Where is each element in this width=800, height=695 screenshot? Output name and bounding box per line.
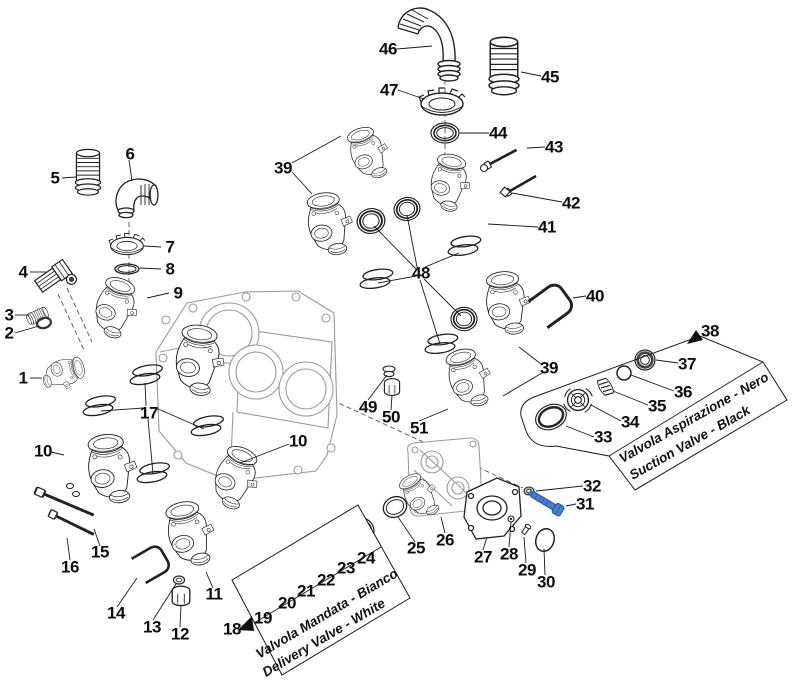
callout-31: 31	[576, 494, 594, 514]
callout-30: 30	[537, 572, 555, 592]
suction-label-arrow	[687, 330, 703, 344]
callout-11: 11	[205, 584, 223, 604]
callout-18: 18	[223, 619, 241, 639]
callout-33: 33	[594, 427, 612, 447]
callout-27: 27	[474, 547, 492, 567]
cap-30	[534, 527, 556, 553]
highlighted-bolt-31	[527, 490, 565, 517]
callout-7: 7	[165, 237, 175, 257]
callout-14: 14	[107, 603, 125, 623]
nut-43	[479, 163, 489, 173]
callout-20: 20	[278, 593, 296, 613]
callout-35: 35	[648, 396, 666, 416]
callout-8: 8	[165, 259, 175, 279]
callout-13: 13	[143, 617, 161, 637]
washer-13	[172, 575, 186, 585]
callout-43: 43	[545, 137, 563, 157]
callout-37: 37	[678, 354, 696, 374]
leader-lines	[14, 45, 679, 628]
callout-10: 10	[34, 441, 52, 461]
callout-40: 40	[586, 286, 604, 306]
callout-36: 36	[674, 382, 692, 402]
callout-15: 15	[91, 542, 109, 562]
bolts-15-16	[34, 482, 95, 540]
callout-46: 46	[379, 39, 397, 59]
elbow-fitting-6	[115, 178, 159, 219]
callout-39: 39	[274, 158, 292, 178]
callout-45: 45	[541, 67, 559, 87]
callout-44: 44	[489, 123, 507, 143]
callout-6: 6	[125, 144, 135, 164]
callout-24: 24	[357, 548, 375, 568]
oring-25	[382, 495, 408, 519]
callout-19: 19	[254, 608, 272, 628]
washer-36	[616, 365, 632, 381]
oring-8	[114, 263, 140, 275]
callout-3: 3	[4, 305, 14, 325]
oring-33	[535, 403, 567, 431]
callout-2: 2	[4, 323, 14, 343]
callout-39: 39	[540, 358, 558, 378]
fitting-4	[33, 258, 78, 294]
callout-38: 38	[701, 321, 719, 341]
callout-34: 34	[621, 412, 639, 432]
callout-5: 5	[50, 168, 60, 188]
callout-26: 26	[436, 530, 454, 550]
callout-51: 51	[410, 418, 428, 438]
elbow-hose	[397, 7, 461, 82]
callout-28: 28	[500, 544, 518, 564]
callout-4: 4	[18, 262, 28, 282]
callout-21: 21	[297, 581, 315, 601]
callout-12: 12	[171, 624, 189, 644]
callout-42: 42	[562, 193, 580, 213]
callout-32: 32	[583, 476, 601, 496]
callout-16: 16	[61, 557, 79, 577]
callout-25: 25	[407, 538, 425, 558]
oring-44	[430, 122, 460, 144]
valve-cover-plate	[463, 477, 522, 540]
callout-22: 22	[317, 570, 335, 590]
callout-10: 10	[289, 431, 307, 451]
stud-29	[520, 523, 532, 536]
callout-9: 9	[173, 283, 183, 303]
callout-48: 48	[412, 263, 430, 283]
callout-1: 1	[18, 368, 28, 388]
callout-49: 49	[359, 397, 377, 417]
callout-50: 50	[382, 407, 400, 427]
callout-41: 41	[538, 217, 556, 237]
oring-2	[36, 316, 52, 330]
callout-29: 29	[518, 560, 536, 580]
callout-47: 47	[380, 80, 398, 100]
nut-42	[499, 186, 511, 198]
delivery-label-arrow	[238, 616, 254, 631]
callout-17: 17	[140, 403, 158, 423]
callout-23: 23	[337, 558, 355, 578]
